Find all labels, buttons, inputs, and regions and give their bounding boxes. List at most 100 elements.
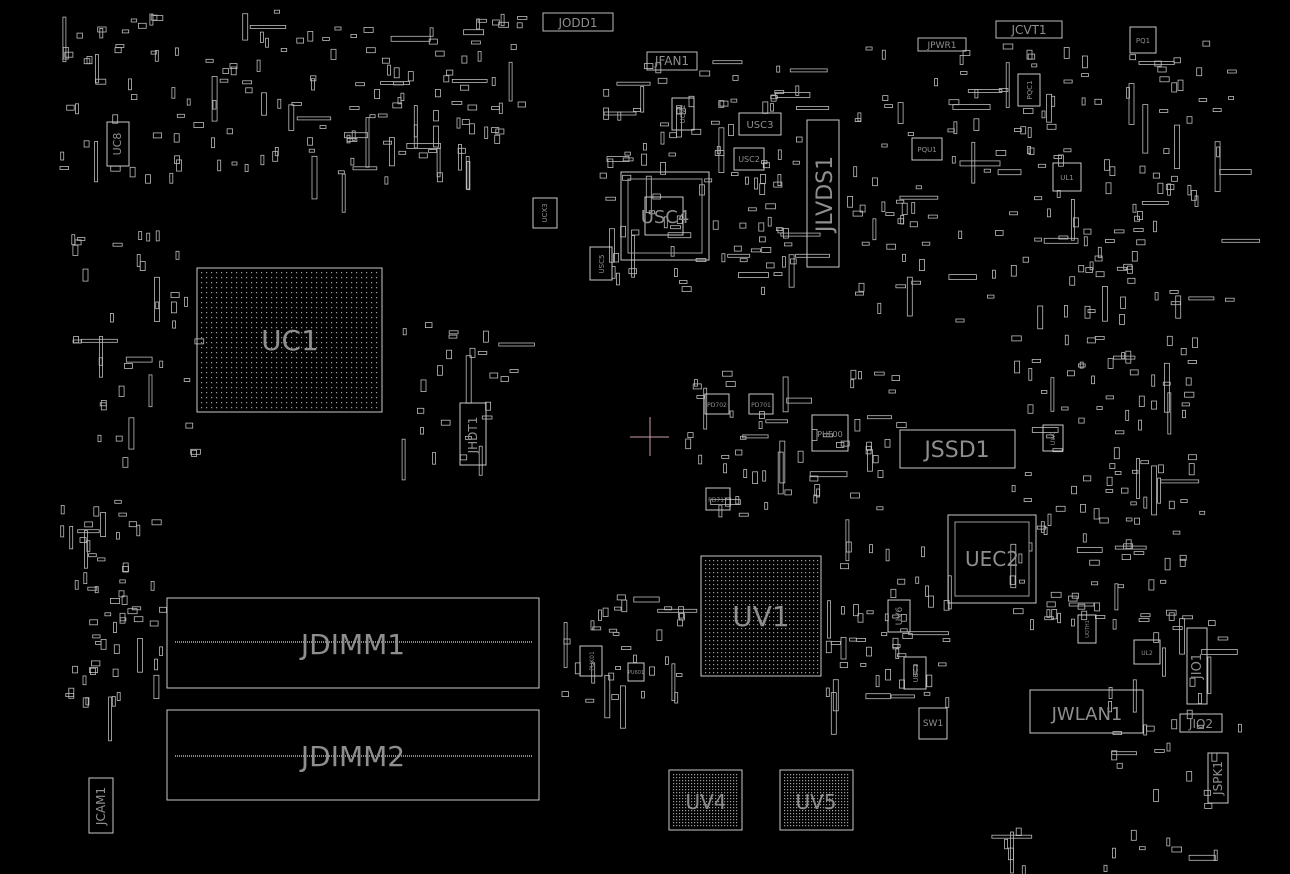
passive-component[interactable] — [1157, 66, 1167, 73]
uec2-package[interactable]: UEC2 — [947, 514, 1037, 604]
pu601-chip[interactable]: PU601 — [627, 662, 645, 682]
passive-component[interactable] — [1112, 847, 1116, 859]
passive-component[interactable] — [876, 506, 884, 511]
passive-component[interactable] — [1139, 165, 1146, 174]
passive-component[interactable] — [796, 106, 830, 110]
passive-component[interactable] — [991, 834, 1033, 839]
pd702-chip[interactable]: PD702 — [704, 393, 730, 415]
passive-component[interactable] — [1160, 479, 1200, 484]
passive-component[interactable] — [892, 637, 899, 650]
passive-component[interactable] — [881, 632, 888, 636]
passive-component[interactable] — [79, 537, 87, 543]
passive-component[interactable] — [217, 159, 222, 172]
passive-component[interactable] — [89, 667, 99, 673]
passive-component[interactable] — [897, 102, 904, 124]
passive-component[interactable] — [674, 692, 679, 704]
passive-component[interactable] — [644, 63, 654, 69]
passive-component[interactable] — [1216, 146, 1220, 158]
passive-component[interactable] — [1043, 237, 1079, 244]
passive-component[interactable] — [183, 378, 191, 383]
passive-component[interactable] — [308, 148, 315, 153]
jcvt1-connector[interactable]: JCVT1 — [995, 20, 1063, 39]
passive-component[interactable] — [674, 268, 678, 278]
passive-component[interactable] — [242, 80, 253, 85]
passive-component[interactable] — [390, 35, 431, 42]
passive-component[interactable] — [849, 637, 857, 642]
passive-component[interactable] — [896, 199, 905, 204]
passive-component[interactable] — [517, 101, 526, 108]
passive-component[interactable] — [825, 687, 830, 698]
passive-component[interactable] — [154, 276, 160, 322]
passive-component[interactable] — [852, 210, 863, 217]
passive-component[interactable] — [664, 606, 673, 611]
passive-component[interactable] — [767, 216, 772, 227]
passive-component[interactable] — [859, 204, 866, 213]
passive-component[interactable] — [245, 87, 253, 94]
passive-component[interactable] — [350, 157, 355, 166]
passive-component[interactable] — [288, 104, 295, 131]
passive-component[interactable] — [93, 506, 100, 517]
passive-component[interactable] — [624, 151, 631, 156]
passive-component[interactable] — [205, 58, 214, 63]
passive-component[interactable] — [780, 232, 821, 237]
passive-component[interactable] — [885, 669, 891, 681]
passive-component[interactable] — [921, 241, 931, 246]
passive-component[interactable] — [613, 253, 619, 263]
passive-component[interactable] — [866, 441, 872, 451]
passive-component[interactable] — [1096, 406, 1103, 411]
passive-component[interactable] — [1022, 256, 1029, 263]
passive-component[interactable] — [872, 177, 878, 187]
passive-component[interactable] — [1127, 265, 1133, 274]
passive-component[interactable] — [406, 142, 441, 149]
passive-component[interactable] — [1166, 837, 1171, 847]
passive-component[interactable] — [1179, 558, 1186, 567]
passive-component[interactable] — [256, 59, 261, 72]
passive-component[interactable] — [995, 229, 1004, 236]
passive-component[interactable] — [146, 232, 151, 242]
passive-component[interactable] — [885, 212, 895, 217]
passive-component[interactable] — [516, 22, 523, 29]
passive-component[interactable] — [1113, 355, 1136, 360]
passive-component[interactable] — [959, 160, 1001, 167]
passive-component[interactable] — [874, 371, 885, 376]
passive-component[interactable] — [995, 149, 1007, 156]
passive-component[interactable] — [407, 71, 414, 82]
passive-component[interactable] — [465, 435, 472, 440]
passive-component[interactable] — [384, 176, 389, 185]
passive-component[interactable] — [413, 105, 418, 149]
passive-component[interactable] — [857, 112, 862, 122]
passive-component[interactable] — [76, 32, 83, 39]
passive-component[interactable] — [1094, 335, 1105, 340]
passive-component[interactable] — [718, 504, 723, 518]
passive-component[interactable] — [902, 633, 913, 639]
passive-component[interactable] — [1185, 377, 1192, 386]
uv1-package[interactable]: UV1 — [700, 555, 822, 677]
passive-component[interactable] — [341, 173, 346, 213]
passive-component[interactable] — [1067, 370, 1075, 377]
passive-component[interactable] — [1002, 43, 1014, 50]
passive-component[interactable] — [365, 117, 370, 168]
passive-component[interactable] — [1129, 54, 1137, 61]
passive-component[interactable] — [124, 362, 133, 369]
passive-component[interactable] — [1133, 228, 1144, 232]
passive-component[interactable] — [633, 654, 637, 663]
passive-component[interactable] — [770, 103, 774, 112]
passive-component[interactable] — [867, 415, 892, 420]
passive-component[interactable] — [640, 86, 645, 113]
uec1-chip[interactable]: UEC1 — [903, 656, 927, 690]
passive-component[interactable] — [74, 239, 82, 246]
uv6-chip[interactable]: UV6 — [887, 599, 911, 633]
passive-component[interactable] — [1011, 335, 1022, 342]
passive-component[interactable] — [633, 108, 641, 112]
passive-component[interactable] — [1166, 742, 1171, 752]
passive-component[interactable] — [1073, 217, 1079, 228]
passive-component[interactable] — [1129, 369, 1139, 376]
passive-component[interactable] — [1186, 771, 1193, 782]
passive-component[interactable] — [64, 51, 74, 58]
passive-component[interactable] — [909, 221, 918, 228]
jdimm1-connector[interactable]: JDIMM1 — [166, 597, 540, 689]
passive-component[interactable] — [401, 438, 406, 481]
passive-component[interactable] — [491, 77, 496, 86]
passive-component[interactable] — [764, 502, 769, 510]
passive-component[interactable] — [420, 379, 427, 392]
